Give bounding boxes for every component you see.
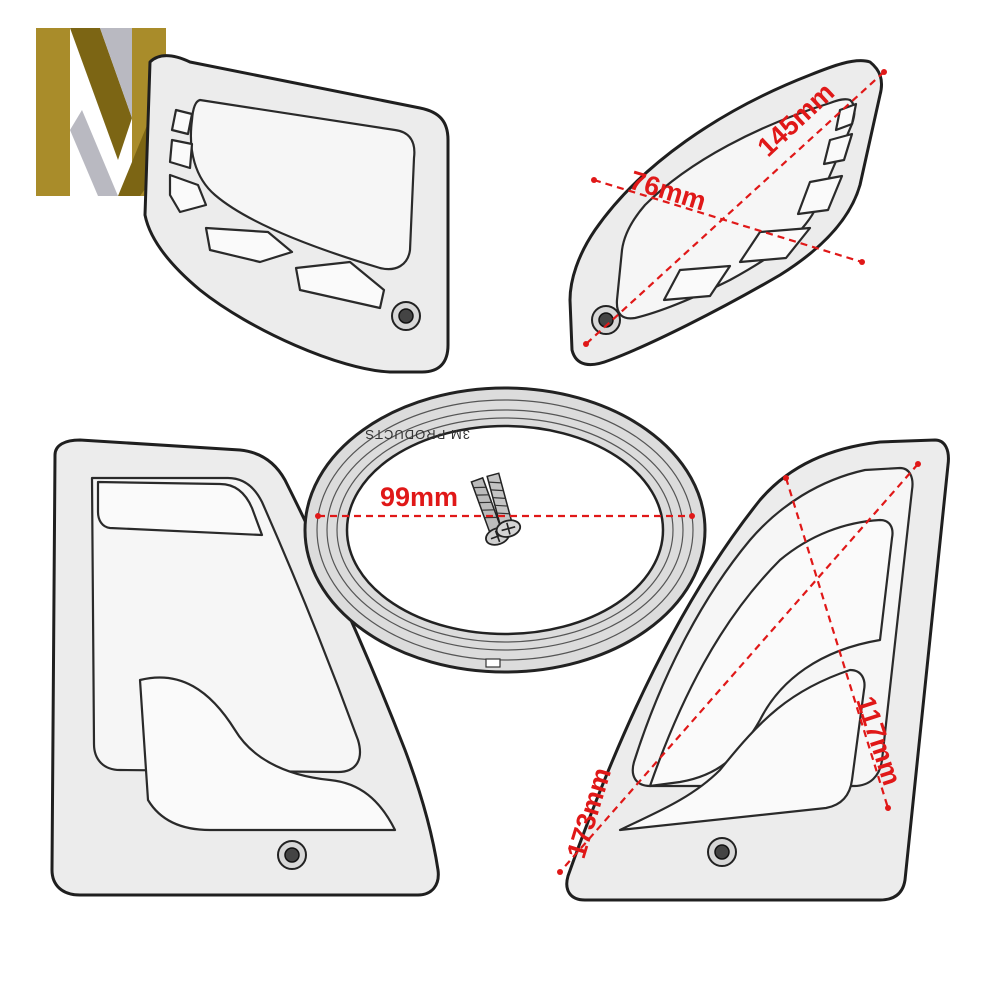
top-right-grille — [568, 59, 884, 367]
dimension-label-99mm: 99mm — [380, 482, 458, 512]
bottom-right-grille — [565, 438, 950, 902]
screws — [470, 472, 522, 546]
tape-label: 3M PRODUCTS — [364, 427, 470, 442]
bottom-left-grille — [50, 438, 440, 897]
top-left-grille — [143, 54, 450, 374]
dimension-lines — [315, 69, 921, 875]
